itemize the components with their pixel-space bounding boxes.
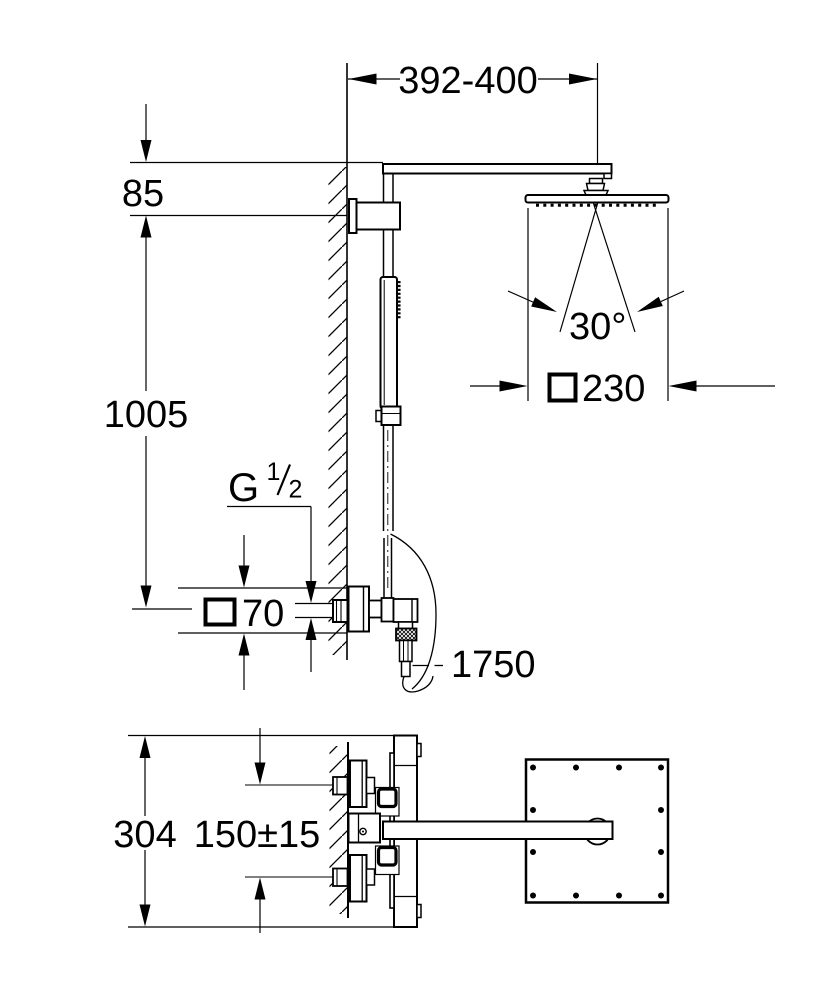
- side-elevation-view: 392-400 85 1005: [104, 60, 775, 693]
- supply-union-top: [332, 776, 349, 796]
- wall-section-plan: [329, 742, 349, 918]
- thread-numerator: 1: [267, 458, 281, 486]
- screw-icon: [359, 827, 367, 836]
- dimension-escutcheon-size: 70: [178, 535, 347, 690]
- arrowhead-up: [139, 736, 151, 758]
- arrowhead-left: [668, 380, 697, 392]
- square-symbol-icon: [203, 597, 237, 627]
- arrowhead-down: [140, 140, 152, 162]
- dim-arm-drop-label: 85: [122, 173, 164, 215]
- arrowhead-up: [238, 633, 250, 656]
- wall-hatching: [329, 746, 348, 914]
- wall-section: [328, 63, 348, 660]
- rain-shower-head: [524, 194, 670, 207]
- shower-hose: 1750: [390, 533, 536, 693]
- dimension-supply-spacing: 150±15: [194, 728, 321, 933]
- thread-denominator: 2: [289, 476, 303, 504]
- dim-head-size-label: 230: [582, 368, 645, 410]
- valve-escutcheon: [347, 585, 370, 633]
- dim-riser-height-label: 1005: [104, 394, 189, 436]
- dim-supply-spacing-label: 150±15: [194, 814, 321, 856]
- glide-slider: [380, 405, 402, 426]
- arrowhead-up: [305, 618, 317, 640]
- shower-arm: [382, 163, 613, 196]
- arm-wall-mount: [348, 198, 401, 234]
- valve-side-view: [295, 585, 419, 678]
- dimension-arm-projection: 392-400: [348, 60, 599, 164]
- hose-end: [400, 660, 411, 678]
- dimension-riser-height: 1005: [104, 236, 192, 610]
- arrowhead-down: [305, 581, 317, 603]
- dim-escutcheon-size-label: 70: [242, 593, 284, 635]
- head-ball-joint: [585, 182, 606, 192]
- dim-spray-angle-label: 30°: [569, 306, 626, 348]
- dim-hose-length-label: 1750: [451, 644, 536, 686]
- plate-screw-dots: [530, 764, 664, 899]
- handle-bottom: [374, 845, 400, 876]
- shower-arm-plan: [382, 820, 614, 840]
- hand-shower: [375, 276, 402, 426]
- escutcheon-bottom: [349, 854, 368, 903]
- plan-view: 304 150±15: [113, 728, 670, 933]
- dim-arm-projection-label: 392-400: [398, 60, 537, 102]
- arrowhead-down: [139, 904, 151, 927]
- escutcheon-top: [349, 759, 368, 808]
- arrowhead-right: [569, 73, 597, 85]
- spray-angle-annotation: 30°: [507, 201, 685, 348]
- square-symbol-icon: [547, 372, 578, 403]
- dimension-valve-length: 304: [113, 736, 177, 927]
- handle-top: [374, 786, 400, 817]
- outlet-elbow: [392, 598, 419, 623]
- fraction-slash: [276, 464, 292, 496]
- arrowhead-right-leader: [637, 296, 663, 312]
- valve-body: [380, 597, 395, 623]
- arrowhead-left: [348, 73, 377, 85]
- dimension-head-size: 230: [470, 208, 775, 410]
- arrowhead-up: [254, 877, 266, 900]
- arm-escutcheon-center: [347, 812, 381, 844]
- hose-loop: [390, 533, 437, 690]
- arrowhead-right: [499, 380, 528, 392]
- arrowhead-down: [254, 762, 266, 785]
- thread-letter: G: [228, 466, 259, 510]
- supply-union: [332, 599, 349, 623]
- dim-valve-length-label: 304: [113, 814, 176, 856]
- wall-hatching: [328, 167, 347, 655]
- arrowhead-down: [140, 585, 152, 608]
- thread-label-g-half: G 1 2: [227, 458, 317, 672]
- arrowhead-up: [140, 215, 152, 238]
- arrowhead-left-leader: [531, 297, 557, 312]
- arrowhead-down: [238, 565, 250, 588]
- supply-union-bottom: [332, 867, 349, 887]
- dimension-arm-drop: 85: [122, 104, 383, 238]
